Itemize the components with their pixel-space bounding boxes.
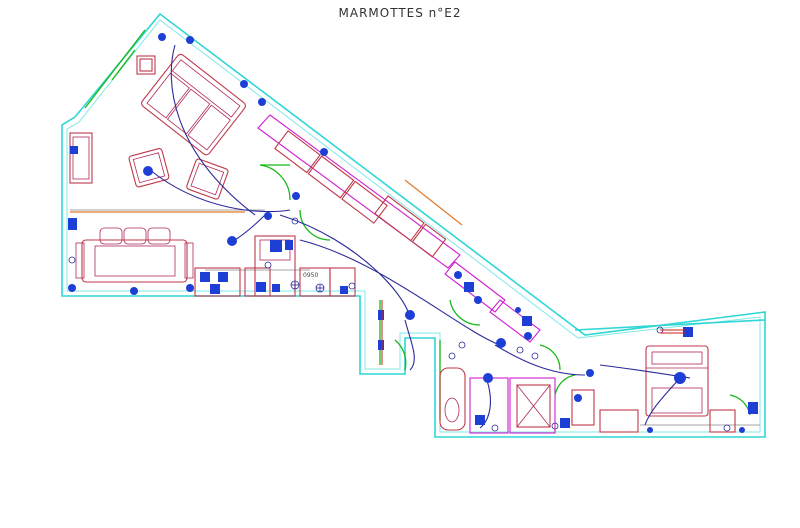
bathroom-fixtures: [439, 367, 595, 431]
light-symbols: [68, 217, 731, 432]
plan-title: MARMOTTES n°E2: [338, 6, 462, 20]
windows-doors: [84, 29, 751, 420]
diagonal-units: [274, 130, 447, 258]
red-accents: [381, 300, 685, 365]
bedroom-furniture: [599, 345, 736, 433]
label-0950: 0950: [303, 272, 318, 279]
living-furniture: [69, 53, 246, 283]
misc-lines: [70, 179, 760, 426]
electrical-fixtures: [68, 33, 758, 433]
